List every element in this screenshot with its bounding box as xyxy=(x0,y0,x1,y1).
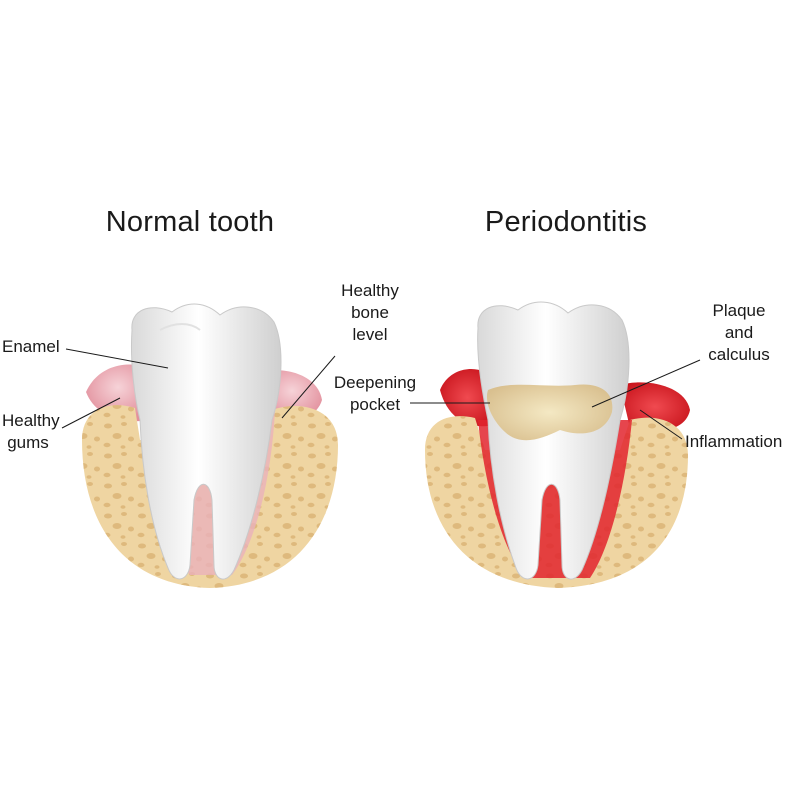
inflammation-leader xyxy=(639,409,683,440)
bone-level-line-1: Healthy xyxy=(341,281,399,300)
plaque-line-1: Plaque xyxy=(712,301,766,320)
healthy-gums-label: Healthy gums xyxy=(2,410,60,454)
plaque-label: Plaque and calculus xyxy=(694,300,784,366)
bone-level-leader xyxy=(281,355,336,419)
deepening-pocket-label: Deepening pocket xyxy=(325,372,425,416)
plaque-deposit xyxy=(486,384,613,441)
pocket-line-1: Deepening xyxy=(333,373,417,392)
normal-tooth-title: Normal tooth xyxy=(105,206,275,238)
pocket-line-2: pocket xyxy=(349,395,401,414)
periodontitis-title: Periodontitis xyxy=(484,206,648,238)
healthy-gums-line-2: gums xyxy=(7,433,49,452)
bone-level-label: Healthy bone level xyxy=(330,280,410,346)
healthy-gums-leader xyxy=(61,397,121,429)
bone-level-line-2: bone xyxy=(351,303,389,322)
plaque-leader xyxy=(591,359,701,408)
normal-tooth xyxy=(130,303,282,580)
plaque-line-3: calculus xyxy=(708,345,770,364)
normal-tooth-diagram xyxy=(82,303,338,588)
inflammation-label: Inflammation xyxy=(685,432,783,451)
healthy-gums-line-1: Healthy xyxy=(2,411,60,430)
enamel-leader xyxy=(65,348,169,369)
periodontitis-diagram xyxy=(425,301,690,588)
enamel-label: Enamel xyxy=(2,337,60,356)
periodontitis-tooth xyxy=(477,301,630,580)
bone-level-line-3: level xyxy=(352,325,388,344)
plaque-line-2: and xyxy=(724,323,754,342)
